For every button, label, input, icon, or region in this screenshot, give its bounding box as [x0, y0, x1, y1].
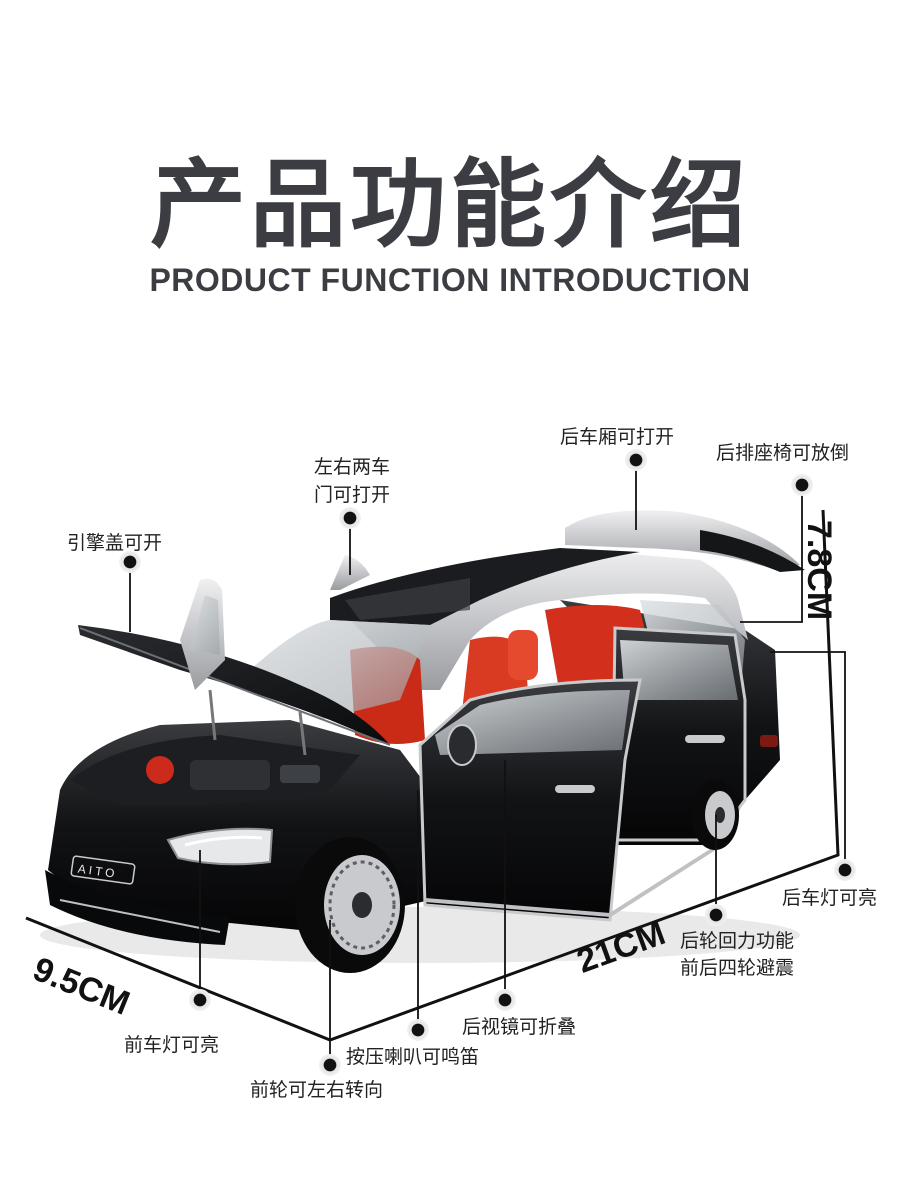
label-doors-line1: 左右两车: [313, 456, 390, 478]
hood: [78, 625, 390, 745]
front-wheel: [295, 837, 405, 973]
dimension-lines: [25, 509, 840, 1042]
label-horn: 按压喇叭可鸣笛: [346, 1046, 480, 1068]
page-title: 产品功能介绍: [150, 149, 750, 261]
label-rear-seat: 后排座椅可放倒: [716, 442, 850, 464]
front-grille: [45, 870, 230, 945]
label-trunk: 后车厢可打开: [560, 426, 675, 448]
callout-dot-rear-wheel: [705, 904, 727, 926]
dimension-height: 7.8CM: [800, 520, 838, 621]
rear-wheel: [691, 780, 739, 850]
rear-light: [760, 735, 778, 747]
label-front-light: 前车灯可亮: [124, 1034, 220, 1056]
label-rear-wheel-line2: 前后四轮避震: [680, 957, 795, 979]
callout-dot-trunk: [625, 449, 647, 471]
label-doors-line2: 门可打开: [313, 484, 390, 506]
callout-dot-rear-seat: [791, 474, 813, 496]
callout-dot-front-light: [189, 989, 211, 1011]
callout-dot-hood: [119, 551, 141, 573]
label-front-wheel: 前轮可左右转向: [250, 1079, 384, 1101]
badge-text: AITO: [77, 862, 118, 881]
callout-lines: [129, 460, 846, 1065]
label-mirror: 后视镜可折叠: [462, 1016, 577, 1038]
label-hood: 引擎盖可开: [67, 532, 163, 554]
label-rear-wheel-line1: 后轮回力功能: [680, 930, 795, 952]
front-badge: [70, 855, 136, 885]
label-rear-light: 后车灯可亮: [782, 887, 878, 909]
page-subtitle: PRODUCT FUNCTION INTRODUCTION: [149, 262, 751, 298]
callout-dot-doors: [339, 507, 361, 529]
callout-dot-rear-light: [834, 859, 856, 881]
callout-dot-mirror: [494, 989, 516, 1011]
callout-dot-horn: [407, 1019, 429, 1041]
callout-dot-front-wheel: [319, 1054, 341, 1076]
car-model: AITO: [40, 510, 805, 973]
callout-dots: [119, 449, 856, 1076]
